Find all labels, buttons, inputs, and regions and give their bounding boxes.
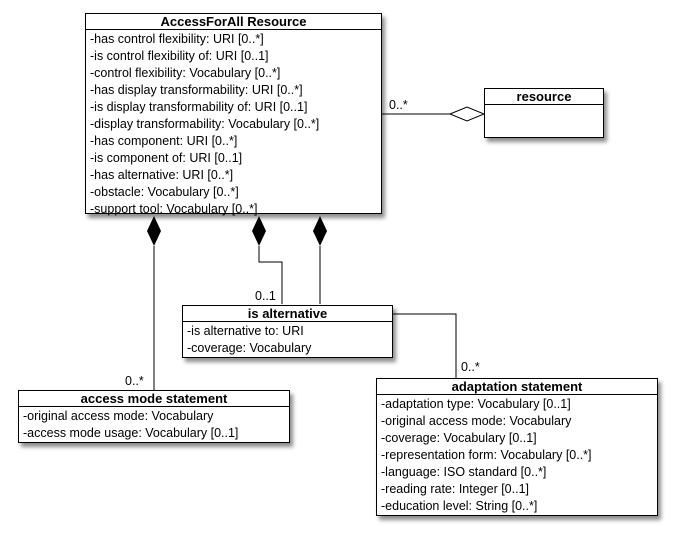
is-alternative-composition-line [258,246,283,304]
is-alternative-adaptation-line [392,313,457,378]
class-attribute: -original access mode: Vocabulary [381,414,572,428]
access-mode-multiplicity-label: 0..* [125,374,144,388]
access-mode-statement-title: access mode statement [19,391,289,407]
class-attribute: -obstacle: Vocabulary [0..*] [90,185,239,199]
is-alternative-multiplicity-label: 0..1 [255,289,276,303]
class-attribute: -has alternative: URI [0..*] [90,168,234,182]
class-attribute: -representation form: Vocabulary [0..*] [381,448,592,462]
accessforall-resource-attributes: -has control flexibility: URI [0..*] -is… [86,30,381,218]
class-attribute: -language: ISO standard [0..*] [381,465,547,479]
access-mode-statement-class[interactable]: access mode statement -original access m… [18,390,290,443]
adaptation-statement-title: adaptation statement [377,379,657,395]
is-alternative-attributes: -is alternative to: URI -coverage: Vocab… [183,322,392,357]
class-attribute: -display transformability: Vocabulary [0… [90,117,320,131]
resource-class[interactable]: resource [484,88,604,138]
adaptation-statement-attributes: -adaptation type: Vocabulary [0..1] -ori… [377,395,657,515]
class-attribute: -coverage: Vocabulary [0..1] [381,431,537,445]
composition-diamond-is-alternative [252,216,266,246]
composition-diamond-access-mode [147,216,161,246]
adaptation-statement-class[interactable]: adaptation statement -adaptation type: V… [376,378,658,516]
class-attribute: -is alternative to: URI [187,324,304,338]
class-attribute: -coverage: Vocabulary [187,341,312,355]
resource-multiplicity-label: 0..* [389,98,408,112]
class-attribute: -is component of: URI [0..1] [90,151,243,165]
composition-diamond-adaptation [313,216,327,246]
resource-title: resource [485,89,603,105]
access-mode-statement-attributes: -original access mode: Vocabulary -acces… [19,407,289,442]
aggregation-hollow-diamond [448,106,486,122]
class-attribute: -adaptation type: Vocabulary [0..1] [381,397,571,411]
class-attribute: -has display transformability: URI [0..*… [90,83,303,97]
adaptation-multiplicity-label: 0..* [461,360,480,374]
class-attribute: -is display transformability of: URI [0.… [90,100,308,114]
is-alternative-title: is alternative [183,306,392,322]
accessforall-resource-class[interactable]: AccessForAll Resource -has control flexi… [85,13,382,216]
class-attribute: -has component: URI [0..*] [90,134,238,148]
accessforall-resource-title: AccessForAll Resource [86,14,381,30]
class-attribute: -support tool: Vocabulary [0..*] [90,202,258,216]
class-attribute: -reading rate: Integer [0..1] [381,482,530,496]
class-attribute: -education level: String [0..*] [381,499,538,513]
class-attribute: -control flexibility: Vocabulary [0..*] [90,66,281,80]
class-attribute: -has control flexibility: URI [0..*] [90,32,264,46]
class-attribute: -original access mode: Vocabulary [23,409,214,423]
class-attribute: -access mode usage: Vocabulary [0..1] [23,426,239,440]
is-alternative-class[interactable]: is alternative -is alternative to: URI -… [182,305,393,358]
class-attribute: -is control flexibility of: URI [0..1] [90,49,269,63]
